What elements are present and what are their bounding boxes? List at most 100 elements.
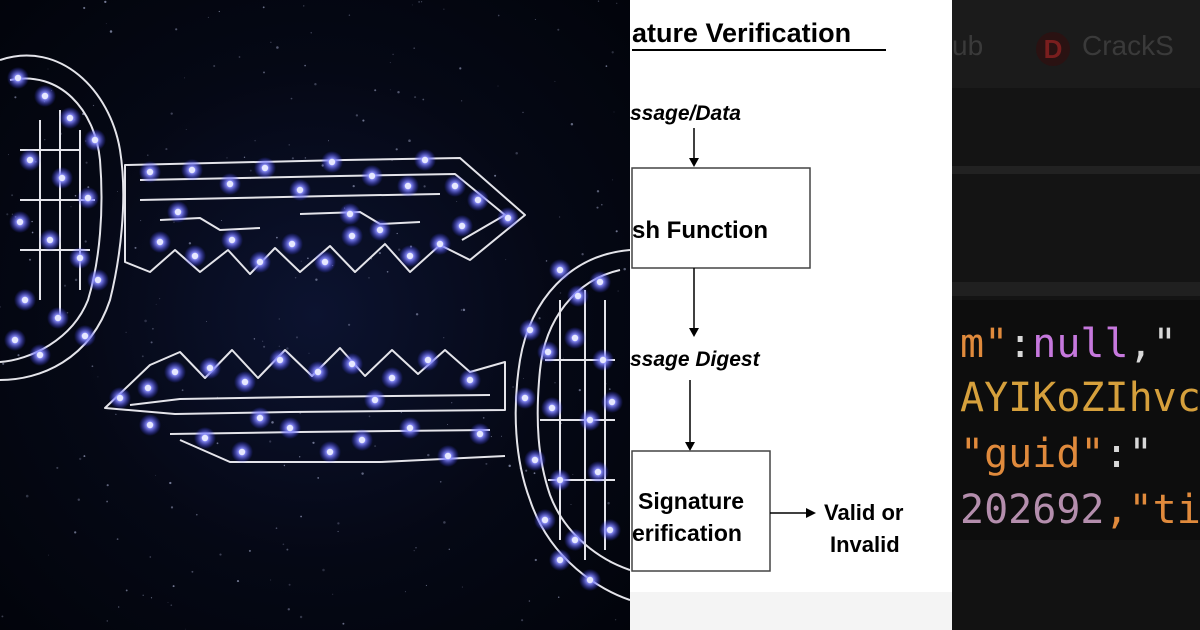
star bbox=[221, 220, 223, 221]
star bbox=[557, 28, 560, 31]
star bbox=[56, 466, 59, 469]
crackstation-favicon: D bbox=[1036, 32, 1070, 66]
node-core bbox=[504, 214, 512, 222]
node-core bbox=[424, 356, 432, 364]
star bbox=[415, 313, 419, 316]
star bbox=[303, 5, 305, 7]
star bbox=[614, 619, 617, 621]
diagram-canvas: ature Verification ssage/Data sh Functio… bbox=[630, 0, 952, 630]
star bbox=[2, 362, 5, 365]
star bbox=[85, 161, 88, 164]
star bbox=[421, 1, 423, 3]
star bbox=[170, 604, 173, 606]
node-core bbox=[146, 421, 154, 429]
star bbox=[219, 553, 222, 556]
star bbox=[562, 357, 564, 359]
star-field bbox=[0, 0, 626, 630]
star bbox=[422, 98, 425, 101]
star bbox=[362, 119, 365, 122]
circuit-keys-art bbox=[0, 0, 630, 630]
node-core bbox=[21, 296, 29, 304]
star bbox=[140, 220, 142, 222]
star bbox=[149, 556, 152, 558]
code-token: "guid" bbox=[960, 431, 1105, 477]
star bbox=[427, 453, 430, 457]
star bbox=[413, 550, 415, 552]
node-core bbox=[241, 378, 249, 386]
star bbox=[374, 445, 377, 448]
star bbox=[418, 1, 420, 3]
star bbox=[408, 139, 411, 142]
star bbox=[25, 494, 29, 498]
star bbox=[249, 169, 252, 172]
star bbox=[342, 622, 345, 625]
star bbox=[175, 28, 178, 31]
star bbox=[270, 41, 272, 43]
star bbox=[159, 298, 161, 300]
node-core bbox=[436, 240, 444, 248]
star bbox=[328, 140, 329, 142]
node-core bbox=[288, 240, 296, 248]
star bbox=[554, 382, 556, 384]
node-core bbox=[474, 196, 482, 204]
star bbox=[276, 46, 279, 49]
star bbox=[106, 484, 109, 487]
node-core bbox=[201, 434, 209, 442]
star bbox=[525, 469, 528, 472]
star bbox=[443, 521, 446, 524]
star bbox=[411, 4, 413, 6]
star bbox=[374, 89, 377, 92]
node-core bbox=[596, 278, 604, 286]
verify-label-line1: Signature bbox=[638, 488, 744, 514]
star bbox=[456, 201, 458, 203]
output-line1: Valid or bbox=[824, 500, 904, 525]
star bbox=[243, 156, 246, 158]
node-core bbox=[26, 156, 34, 164]
star bbox=[104, 0, 107, 4]
star bbox=[415, 547, 417, 549]
star bbox=[105, 23, 107, 25]
star bbox=[494, 174, 497, 177]
star bbox=[404, 591, 406, 593]
star bbox=[317, 476, 320, 479]
star bbox=[74, 278, 78, 282]
star bbox=[521, 619, 524, 622]
star bbox=[226, 157, 228, 159]
node-core bbox=[556, 266, 564, 274]
star bbox=[361, 472, 364, 475]
editor-divider-1 bbox=[952, 166, 1200, 174]
star bbox=[299, 456, 301, 458]
code-token: : bbox=[1008, 321, 1033, 367]
node-core bbox=[228, 236, 236, 244]
star bbox=[460, 309, 463, 311]
star bbox=[141, 355, 144, 358]
star bbox=[611, 51, 614, 54]
star bbox=[413, 47, 416, 50]
star bbox=[195, 513, 198, 516]
signature-verification-diagram: ature Verification ssage/Data sh Functio… bbox=[630, 0, 952, 630]
tab-label-github[interactable]: ub bbox=[952, 30, 984, 61]
star bbox=[213, 64, 216, 68]
star bbox=[63, 284, 67, 287]
star bbox=[538, 317, 541, 320]
node-core bbox=[368, 172, 376, 180]
star bbox=[7, 154, 10, 156]
star bbox=[512, 386, 514, 388]
arrowhead-digest bbox=[685, 442, 695, 451]
star bbox=[191, 570, 194, 573]
star bbox=[290, 97, 293, 100]
node-core bbox=[144, 384, 152, 392]
node-core bbox=[91, 136, 99, 144]
node-core bbox=[14, 74, 22, 82]
star bbox=[310, 32, 312, 34]
node-core bbox=[174, 208, 182, 216]
star bbox=[559, 292, 562, 294]
star bbox=[596, 190, 600, 193]
node-core bbox=[451, 182, 459, 190]
code-line: "guid":" bbox=[960, 430, 1153, 478]
star bbox=[462, 308, 466, 312]
tab-label-crackstation[interactable]: CrackS bbox=[1082, 30, 1174, 61]
star bbox=[612, 179, 614, 181]
star bbox=[534, 19, 536, 21]
star bbox=[206, 321, 207, 322]
